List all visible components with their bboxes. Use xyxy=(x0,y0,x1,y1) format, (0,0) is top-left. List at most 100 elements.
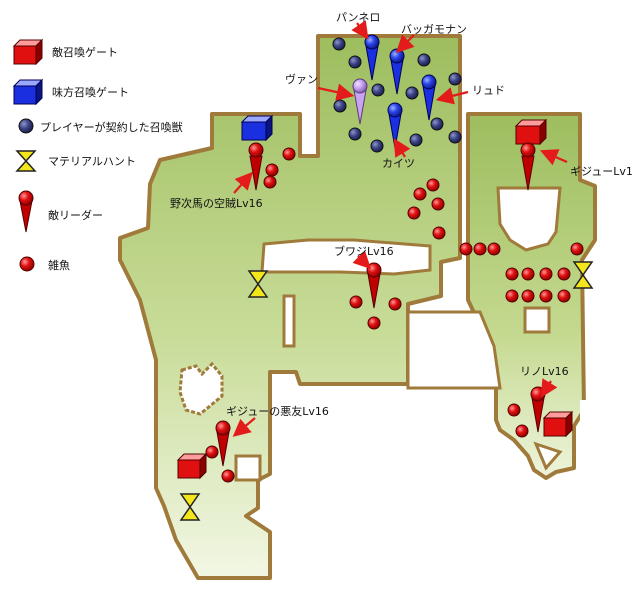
beast-marker xyxy=(332,37,346,51)
minion-marker xyxy=(432,226,446,240)
arrow xyxy=(352,250,372,270)
minion-marker xyxy=(521,289,535,303)
beast-marker xyxy=(448,130,462,144)
label-kaitsu: カイツ xyxy=(382,157,415,170)
arrow xyxy=(435,87,469,105)
pin-kaitsu xyxy=(387,102,403,149)
obstacle-square-left xyxy=(234,454,262,482)
minion-marker xyxy=(263,175,277,189)
enemy-leaders xyxy=(215,142,546,467)
label-giju17: ギジューLv17 xyxy=(570,165,633,178)
minion-marker xyxy=(507,403,521,417)
obstacle-right-upper xyxy=(496,186,562,252)
legend-enemy-leader-icon xyxy=(18,190,34,233)
minion-marker xyxy=(265,163,279,177)
obstacle-pillar xyxy=(282,294,296,348)
minion-marker xyxy=(426,178,440,192)
beast-marker xyxy=(370,139,384,153)
minion-marker xyxy=(539,267,553,281)
hourglass-icon xyxy=(572,261,594,289)
legend xyxy=(12,38,44,272)
minion-marker xyxy=(349,295,363,309)
pin-van xyxy=(352,78,368,125)
legend-ally-gate-icon xyxy=(12,78,44,106)
beast-marker xyxy=(409,133,423,147)
minion-marker xyxy=(282,147,296,161)
beast-marker xyxy=(430,117,444,131)
legend-hourglass-label: マテリアルハント xyxy=(48,155,136,168)
arrow xyxy=(539,149,568,166)
player-beasts xyxy=(332,37,462,153)
enemy-gate-marker xyxy=(542,410,574,438)
legend-leader-label: 敵リーダー xyxy=(48,209,103,222)
minion-marker xyxy=(521,267,535,281)
obstacle-rubble xyxy=(178,361,224,416)
minion-marker xyxy=(487,242,501,256)
beast-marker xyxy=(448,72,462,86)
arrow xyxy=(233,171,253,194)
label-rido: リュド xyxy=(472,84,505,97)
label-giju-friend: ギジューの悪友Lv16 xyxy=(226,404,329,418)
minion-marker xyxy=(570,242,584,256)
legend-enemy-gate-icon xyxy=(12,38,44,66)
pin-rido xyxy=(421,74,437,121)
legend-beast-icon xyxy=(18,118,34,134)
ally-gate-marker xyxy=(240,114,274,142)
arrow xyxy=(317,83,355,101)
legend-minion-icon xyxy=(19,256,35,272)
beast-marker xyxy=(348,55,362,69)
minion-marker xyxy=(505,289,519,303)
minion-marker xyxy=(388,297,402,311)
leader-pin-giju17 xyxy=(520,142,536,191)
hourglass-icon xyxy=(179,493,201,521)
minion-marker xyxy=(367,316,381,330)
label-baggamonan: バッガモナン xyxy=(401,23,467,36)
arrow xyxy=(232,417,256,437)
legend-enemy-gate-label: 敵召喚ゲート xyxy=(52,46,118,59)
minion-marker xyxy=(515,424,529,438)
label-nojima: 野次馬の空賊Lv16 xyxy=(170,196,263,210)
enemy-gate-marker xyxy=(176,452,208,480)
obstacle-square-right xyxy=(523,306,551,334)
label-van: ヴァン xyxy=(285,72,318,86)
minion-marker xyxy=(557,267,571,281)
legend-beast-label: プレイヤーが契約した召喚獣 xyxy=(40,121,183,134)
minion-marker xyxy=(221,469,235,483)
enemy-gate-marker xyxy=(514,118,548,146)
minion-marker xyxy=(431,197,445,211)
map-floor xyxy=(118,34,597,580)
minion-marker xyxy=(413,187,427,201)
minion-marker xyxy=(557,289,571,303)
minion-marker xyxy=(205,445,219,459)
beast-marker xyxy=(405,86,419,100)
obstacle-band xyxy=(260,238,432,276)
leader-pin-giju-friend xyxy=(215,420,231,467)
minion-marker xyxy=(505,267,519,281)
legend-hourglass-icon xyxy=(15,150,37,172)
arrow xyxy=(540,378,558,398)
beast-marker xyxy=(417,53,431,67)
obstacle-center xyxy=(406,310,502,390)
minion-marker xyxy=(407,206,421,220)
arrow xyxy=(393,138,411,158)
hourglass-icon xyxy=(247,270,269,298)
legend-minion-label: 雑魚 xyxy=(48,259,70,272)
beast-marker xyxy=(348,127,362,141)
arrow xyxy=(351,20,369,40)
minion-marker xyxy=(539,289,553,303)
beast-marker xyxy=(333,99,347,113)
minion-marker xyxy=(473,242,487,256)
minion-marker xyxy=(459,242,473,256)
arrow xyxy=(395,34,415,54)
beast-marker xyxy=(371,83,385,97)
leader-pin-nojima xyxy=(248,142,264,191)
label-bouji: ブワジLv16 xyxy=(334,244,394,258)
label-rino: リノLv16 xyxy=(520,365,569,378)
legend-ally-gate-label: 味方召喚ゲート xyxy=(52,86,129,99)
label-panero: パンネロ xyxy=(336,11,380,24)
minions xyxy=(205,147,584,483)
obstacle-triangle xyxy=(533,441,563,471)
label-arrows xyxy=(232,20,568,437)
